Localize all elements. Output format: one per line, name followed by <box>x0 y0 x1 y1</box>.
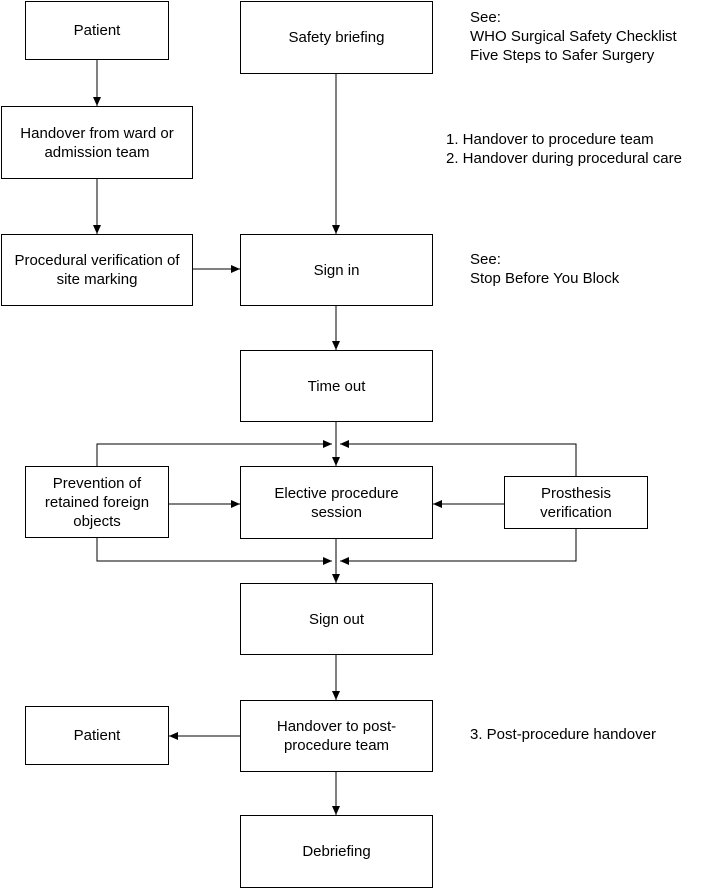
note-handovers: 1. Handover to procedure team 2. Handove… <box>446 130 682 168</box>
node-handover-ward: Handover from ward or admission team <box>1 106 193 179</box>
node-patient-end: Patient <box>25 706 169 765</box>
node-sign-out: Sign out <box>240 583 433 655</box>
node-safety-briefing: Safety briefing <box>240 1 433 74</box>
note-see-who-line3: Five Steps to Safer Surgery <box>470 47 655 64</box>
note-post-handover: 3. Post-procedure handover <box>470 725 656 744</box>
note-see-who-line2: WHO Surgical Safety Checklist <box>470 28 677 45</box>
note-see-block-line1: See: <box>470 251 501 268</box>
node-verification: Procedural verification of site marking <box>1 234 193 306</box>
node-sign-in: Sign in <box>240 234 433 306</box>
loop-prevention-top <box>96 440 332 466</box>
loop-prosthesis-top <box>340 440 577 476</box>
note-handovers-line1: 1. Handover to procedure team <box>446 131 654 148</box>
node-elective: Elective procedure session <box>240 466 433 539</box>
note-post-handover-line1: 3. Post-procedure handover <box>470 726 656 743</box>
node-time-out: Time out <box>240 350 433 422</box>
node-prosthesis: Prosthesis verification <box>504 476 648 529</box>
note-handovers-line2: 2. Handover during procedural care <box>446 150 682 167</box>
loop-prosthesis-bottom <box>340 529 577 565</box>
node-patient-start: Patient <box>25 1 169 60</box>
note-see-block-line2: Stop Before You Block <box>470 270 620 287</box>
node-handover-post: Handover to post-procedure team <box>240 700 433 772</box>
note-see-who: See: WHO Surgical Safety Checklist Five … <box>470 8 677 65</box>
loop-prevention-bottom <box>96 538 332 565</box>
note-see-who-line1: See: <box>470 9 501 26</box>
node-prevention: Prevention of retained foreign objects <box>25 466 169 538</box>
node-debriefing: Debriefing <box>240 815 433 888</box>
note-see-block: See: Stop Before You Block <box>470 250 619 288</box>
